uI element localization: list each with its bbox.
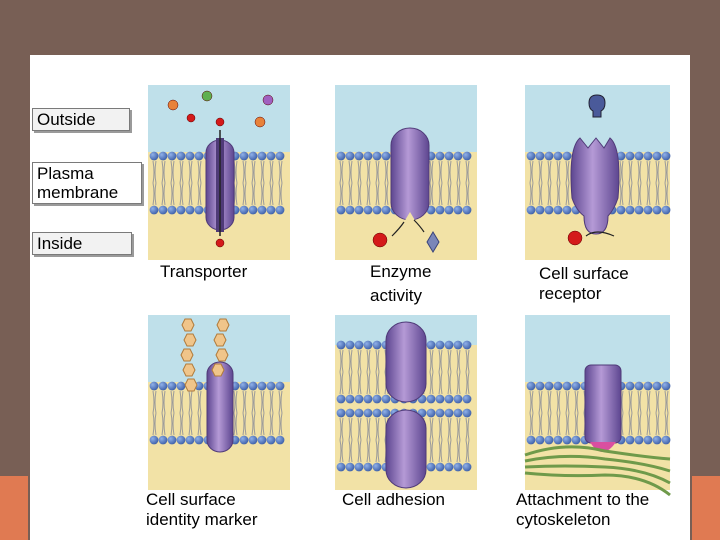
- solute-purple: [262, 94, 274, 106]
- identity-protein: [206, 361, 234, 453]
- sugar-chain-unit-2: [180, 348, 194, 362]
- caption-enzyme-line1: Enzyme: [370, 262, 432, 281]
- sugar-chain-unit-8: [211, 363, 225, 377]
- enzyme-protein: [390, 127, 430, 221]
- caption-adhesion: Cell adhesion: [342, 490, 446, 509]
- actin-filament-3: [524, 471, 671, 497]
- sugar-chain-unit-4: [184, 378, 198, 392]
- inside-label: Inside: [32, 232, 132, 255]
- sugar-chain-unit-1: [183, 333, 197, 347]
- actin-filament-2: [524, 464, 671, 485]
- cytoskeleton-protein: [584, 364, 622, 444]
- caption-transporter: Transporter: [160, 262, 248, 281]
- caption-cytoskeleton-line2: cytoskeleton: [516, 510, 611, 529]
- solute-green: [201, 90, 213, 102]
- inside-label-text: Inside: [37, 234, 83, 253]
- receptor-arrow: [585, 231, 615, 237]
- panel-cytoskeleton: [525, 315, 671, 490]
- signal-molecule: [588, 94, 606, 118]
- plasma-membrane-label: Plasma membrane: [32, 162, 142, 204]
- enzyme-arrows: [391, 219, 425, 237]
- actin-filament-0: [524, 445, 671, 461]
- enzyme-product-red: [372, 232, 388, 248]
- accent-bar-right: [692, 476, 720, 540]
- receptor-signal-red: [567, 230, 583, 246]
- sugar-chain-unit-7: [215, 348, 229, 362]
- outside-label-text: Outside: [37, 110, 96, 129]
- enzyme-active-site: [404, 212, 416, 222]
- outside-label: Outside: [32, 108, 130, 131]
- solute-orange-1: [167, 99, 179, 111]
- sugar-chain-unit-6: [213, 333, 227, 347]
- adhesion-protein-top: [385, 321, 427, 403]
- plasma-membrane-label-line1: Plasma: [37, 164, 94, 183]
- solute-orange-2: [254, 116, 266, 128]
- caption-cytoskeleton-line1: Attachment to the: [516, 490, 650, 509]
- sugar-chain-unit-5: [216, 318, 230, 332]
- accent-bar-left: [0, 476, 28, 540]
- caption-enzyme-line2: activity: [370, 286, 422, 305]
- caption-identity-line2: identity marker: [146, 510, 258, 529]
- sugar-chain-unit-0: [181, 318, 195, 332]
- plasma-membrane-label-line2: membrane: [37, 183, 119, 202]
- sugar-chain-unit-3: [182, 363, 196, 377]
- solute-red-inside: [215, 238, 225, 248]
- solute-red-2: [215, 117, 225, 127]
- enzyme-product-diamond: [426, 231, 440, 253]
- adhesion-protein-bottom: [385, 409, 427, 489]
- caption-receptor-line2: receptor: [539, 284, 602, 303]
- receptor-protein: [570, 137, 620, 235]
- caption-identity-line1: Cell surface: [146, 490, 236, 509]
- solute-red-1: [186, 113, 196, 123]
- caption-receptor-line1: Cell surface: [539, 264, 629, 283]
- actin-filament-1: [524, 454, 671, 473]
